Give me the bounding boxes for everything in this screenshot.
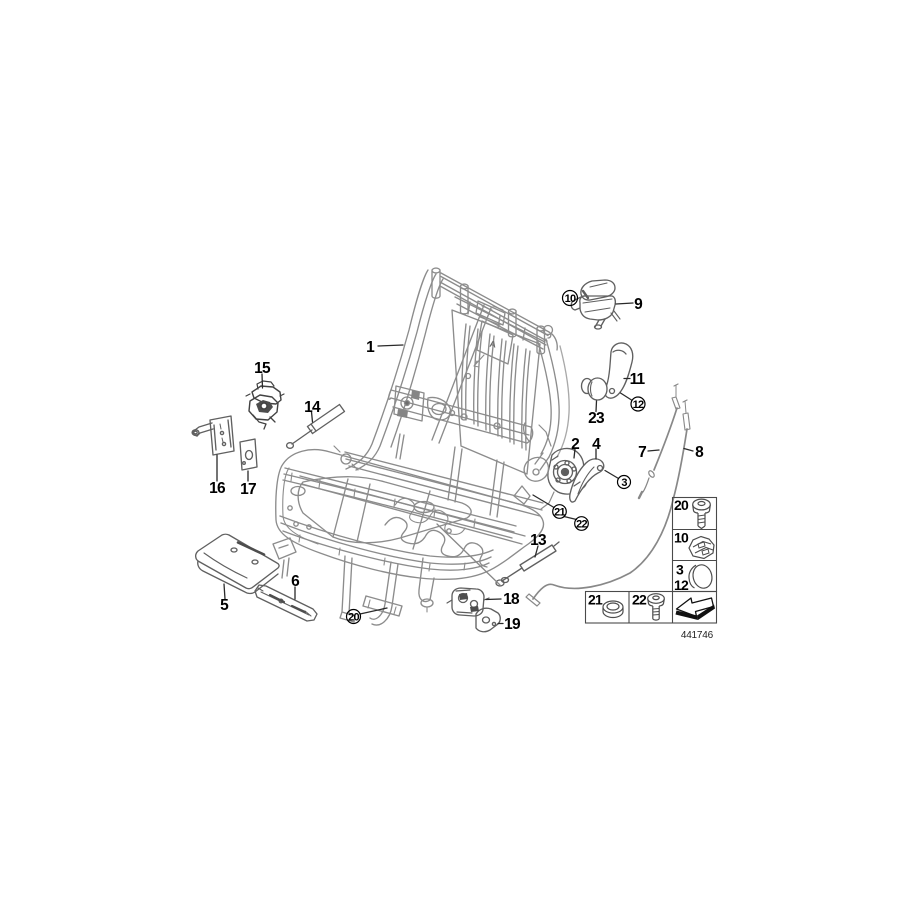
svg-text:12: 12 — [674, 577, 689, 593]
svg-text:4: 4 — [592, 436, 601, 453]
svg-text:2: 2 — [571, 436, 579, 453]
svg-text:15: 15 — [254, 360, 271, 377]
svg-text:10: 10 — [565, 293, 576, 305]
svg-text:10: 10 — [674, 530, 689, 546]
svg-text:9: 9 — [634, 296, 643, 313]
svg-text:8: 8 — [695, 444, 704, 461]
svg-text:19: 19 — [504, 616, 521, 633]
svg-text:22: 22 — [632, 592, 647, 608]
svg-text:22: 22 — [576, 519, 587, 531]
svg-text:14: 14 — [304, 399, 321, 416]
svg-text:441746: 441746 — [681, 630, 714, 641]
svg-text:5: 5 — [220, 597, 229, 614]
svg-text:7: 7 — [638, 444, 646, 461]
svg-text:A: A — [489, 339, 498, 350]
svg-text:17: 17 — [240, 481, 256, 498]
svg-text:20: 20 — [674, 497, 689, 513]
svg-text:21: 21 — [554, 507, 565, 519]
svg-text:12: 12 — [633, 399, 644, 411]
svg-text:3: 3 — [621, 477, 627, 489]
svg-text:18: 18 — [503, 591, 520, 608]
svg-text:6: 6 — [291, 573, 300, 590]
svg-text:11: 11 — [630, 371, 646, 388]
svg-text:16: 16 — [209, 480, 226, 497]
svg-text:13: 13 — [530, 532, 547, 549]
svg-text:1: 1 — [366, 339, 375, 356]
svg-text:21: 21 — [588, 592, 603, 608]
svg-text:3: 3 — [676, 562, 684, 578]
svg-text:20: 20 — [348, 612, 359, 624]
svg-text:23: 23 — [588, 410, 605, 427]
